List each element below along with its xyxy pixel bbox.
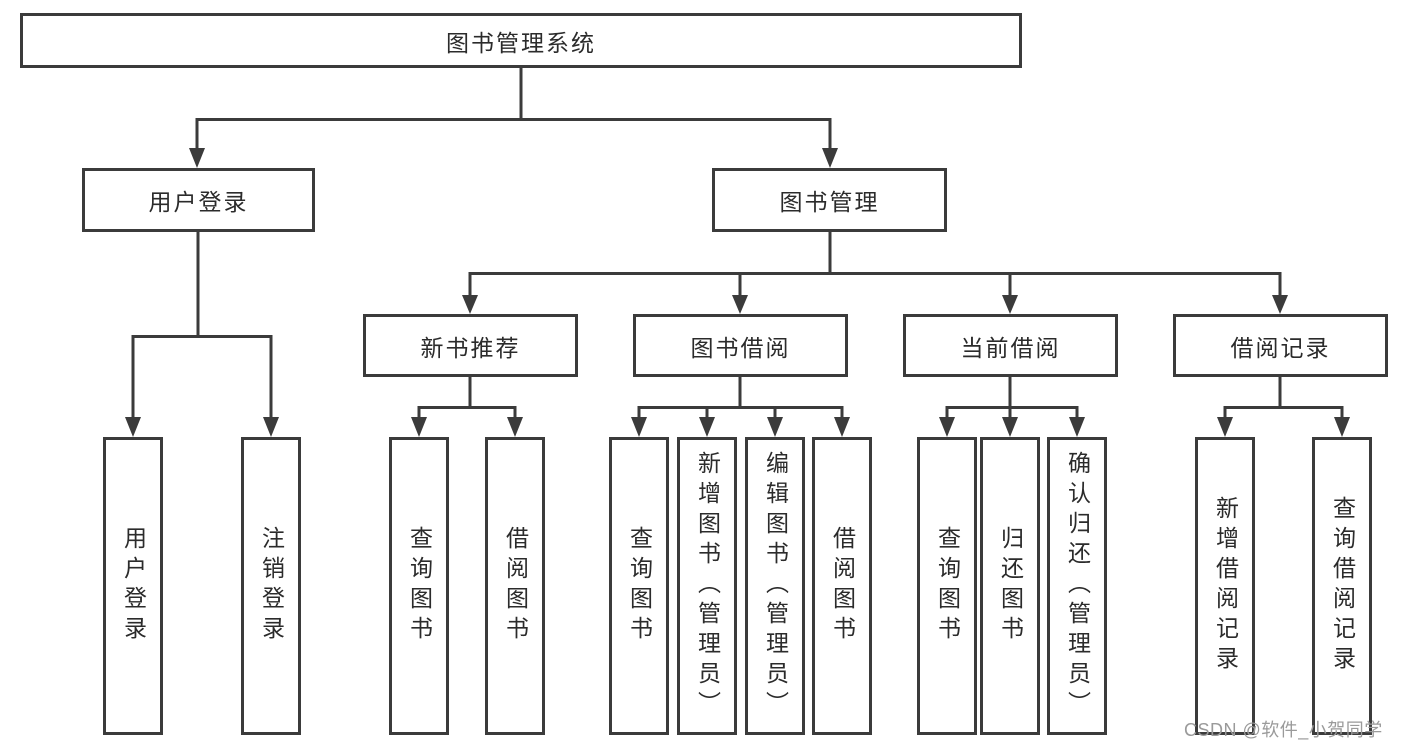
leaf-current-search-book: 查询图书 — [917, 437, 977, 735]
arrow-down-icon — [189, 148, 205, 168]
leaf-label: 查询图书 — [934, 526, 961, 646]
connector-userlogin-to-leaves — [131, 232, 273, 419]
node-library-management-system: 图书管理系统 — [20, 13, 1022, 68]
leaf-edit-book-admin: 编辑图书（管理员） — [745, 437, 805, 735]
leaf-label: 新增借阅记录 — [1212, 496, 1239, 676]
arrow-down-icon — [1002, 417, 1018, 437]
arrow-down-icon — [939, 417, 955, 437]
leaf-label: 查询图书 — [626, 526, 653, 646]
csdn-watermark: CSDN @软件_小贺同学 — [1184, 720, 1383, 740]
leaf-label: 归还图书 — [997, 526, 1024, 646]
leaf-label: 注销登录 — [258, 526, 285, 646]
node-borrowing-records: 借阅记录 — [1173, 314, 1388, 377]
leaf-label: 用户登录 — [120, 526, 147, 646]
arrowhead-level2-group — [189, 148, 838, 168]
arrow-down-icon — [462, 295, 478, 314]
arrow-down-icon — [1217, 417, 1233, 437]
arrow-down-icon — [699, 417, 715, 437]
arrow-down-icon — [732, 295, 748, 314]
node-label: 当前借阅 — [960, 334, 1061, 361]
leaf-confirm-return-admin: 确认归还（管理员） — [1047, 437, 1107, 735]
leaf-label: 借阅图书 — [502, 526, 529, 646]
leaf-search-borrow-record: 查询借阅记录 — [1312, 437, 1372, 735]
node-label: 新书推荐 — [420, 334, 521, 361]
leaf-label: 确认归还（管理员） — [1064, 451, 1091, 721]
arrow-down-icon — [822, 148, 838, 168]
leaf-borrowing-borrow-book: 借阅图书 — [812, 437, 872, 735]
node-label: 用户登录 — [148, 189, 249, 215]
leaf-logout: 注销登录 — [241, 437, 301, 735]
leaf-add-book-admin: 新增图书（管理员） — [677, 437, 737, 735]
leaf-label: 查询图书 — [406, 526, 433, 646]
node-new-book-recommendation: 新书推荐 — [363, 314, 578, 377]
node-book-management: 图书管理 — [712, 168, 947, 232]
node-current-borrowing: 当前借阅 — [903, 314, 1118, 377]
arrow-down-icon — [1334, 417, 1350, 437]
arrowhead-level3-group — [462, 295, 1288, 314]
leaf-label: 借阅图书 — [829, 526, 856, 646]
node-label: 图书借阅 — [690, 334, 791, 361]
connector-root-to-level2 — [195, 68, 832, 150]
arrow-down-icon — [125, 417, 141, 437]
node-label: 借阅记录 — [1230, 334, 1331, 361]
arrow-down-icon — [507, 417, 523, 437]
arrow-down-icon — [1069, 417, 1085, 437]
leaf-user-login: 用户登录 — [103, 437, 163, 735]
arrow-down-icon — [263, 417, 279, 437]
leaf-label: 编辑图书（管理员） — [762, 451, 789, 721]
connector-bookmgmt-to-level3 — [468, 232, 1282, 297]
arrow-down-icon — [767, 417, 783, 437]
arrow-down-icon — [1002, 295, 1018, 314]
arrow-down-icon — [1272, 295, 1288, 314]
node-label: 图书管理 — [779, 189, 880, 215]
leaf-label: 新增图书（管理员） — [694, 451, 721, 721]
leaf-recommend-borrow-book: 借阅图书 — [485, 437, 545, 735]
arrowhead-leaf-group — [411, 417, 1350, 437]
leaf-borrowing-search-book: 查询图书 — [609, 437, 669, 735]
leaf-label: 查询借阅记录 — [1329, 496, 1356, 676]
leaf-return-book: 归还图书 — [980, 437, 1040, 735]
connector-level3-to-leaves — [417, 377, 1344, 419]
arrowhead-userlogin-group — [125, 417, 279, 437]
leaf-add-borrow-record: 新增借阅记录 — [1195, 437, 1255, 735]
node-book-borrowing: 图书借阅 — [633, 314, 848, 377]
arrow-down-icon — [631, 417, 647, 437]
node-label: 图书管理系统 — [446, 29, 596, 56]
arrow-down-icon — [411, 417, 427, 437]
arrow-down-icon — [834, 417, 850, 437]
leaf-recommend-search-book: 查询图书 — [389, 437, 449, 735]
node-user-login: 用户登录 — [82, 168, 315, 232]
